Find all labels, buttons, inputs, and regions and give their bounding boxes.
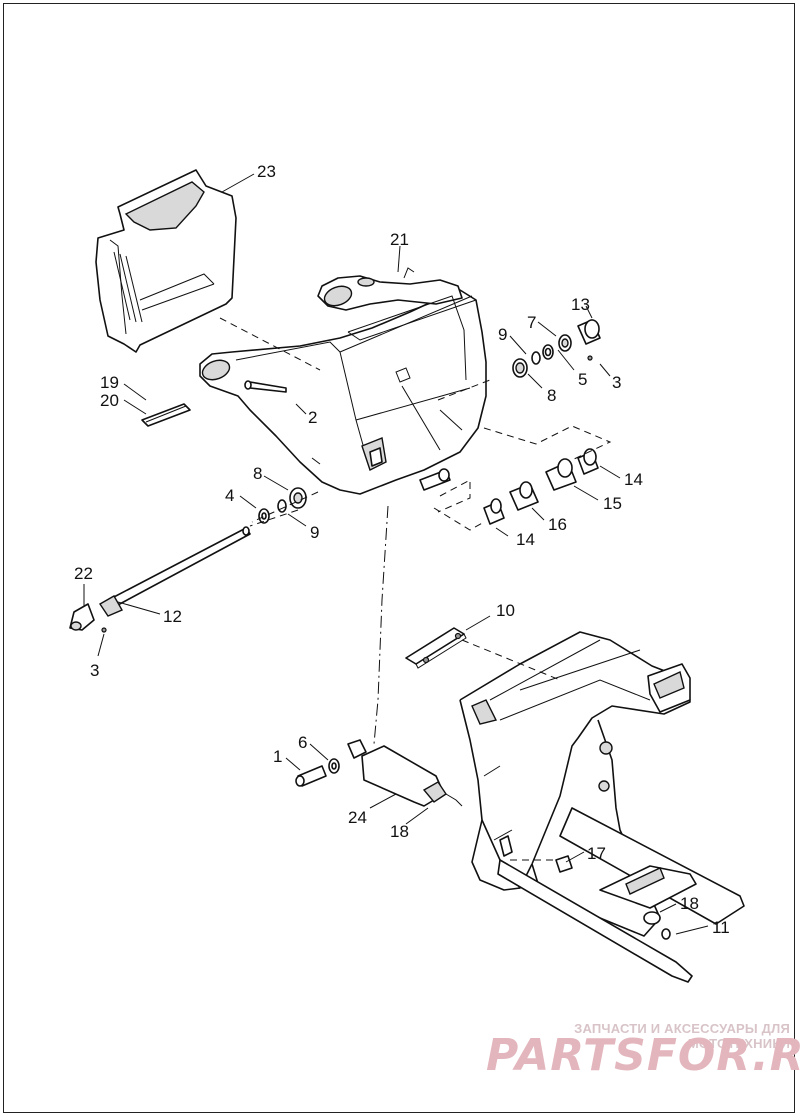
callout-13: 13: [571, 295, 590, 314]
callout-19: 19: [100, 373, 119, 392]
callout-24: 24: [348, 808, 367, 827]
frame-assembly: [459, 631, 745, 983]
callout-7: 7: [527, 313, 536, 332]
part-22-cap: [69, 603, 107, 633]
watermark-tagline: ЗАПЧАСТИ И АКСЕССУАРЫ ДЛЯ МОТОТЕХНИКИ: [574, 1021, 790, 1051]
callout-12: 12: [163, 607, 182, 626]
callout-18-frame: 18: [680, 894, 699, 913]
callout-18-shock: 18: [390, 822, 409, 841]
callout-8-left: 8: [253, 464, 262, 483]
part-21-swingarm: [199, 267, 487, 495]
callout-5: 5: [578, 370, 587, 389]
callout-3-right: 3: [612, 373, 621, 392]
callout-10: 10: [496, 601, 515, 620]
callout-21: 21: [390, 230, 409, 249]
callout-23: 23: [257, 162, 276, 181]
callout-4: 4: [225, 486, 234, 505]
leader-lines: [83, 173, 709, 935]
callout-16: 16: [548, 515, 567, 534]
watermark-logo: PARTSFOR.RU: [486, 1030, 800, 1081]
bushings-right: [483, 448, 599, 525]
part-2-bolt: [244, 380, 287, 393]
part-23-belt-guard: [95, 169, 237, 353]
part-12-pivot-shaft: [99, 526, 251, 617]
callout-6: 6: [298, 733, 307, 752]
callout-3-left: 3: [90, 661, 99, 680]
callout-11: 11: [712, 918, 730, 937]
assembly-lines: [219, 317, 612, 861]
callout-9-right: 9: [498, 325, 507, 344]
callout-9-left: 9: [310, 523, 319, 542]
callout-22: 22: [74, 564, 93, 583]
diagram-border: [3, 3, 795, 1113]
part-19-20-belt: [141, 403, 191, 427]
callout-1: 1: [273, 747, 282, 766]
bearing-stack-right: [512, 319, 601, 378]
callout-14-bottom: 14: [516, 530, 535, 549]
callout-2: 2: [308, 408, 317, 427]
callout-labels: 23 21 13 7 9 3 5 8 19 20 2 8 4 9 14 15 1…: [74, 162, 730, 937]
callout-14-top: 14: [624, 470, 643, 489]
callout-15: 15: [603, 494, 622, 513]
part-10-bracket: [405, 627, 467, 669]
bearing-stack-left: [258, 487, 307, 524]
shock-assembly: [295, 739, 463, 807]
callout-17: 17: [587, 844, 606, 863]
callout-20: 20: [100, 391, 119, 410]
callout-8-right: 8: [547, 386, 556, 405]
